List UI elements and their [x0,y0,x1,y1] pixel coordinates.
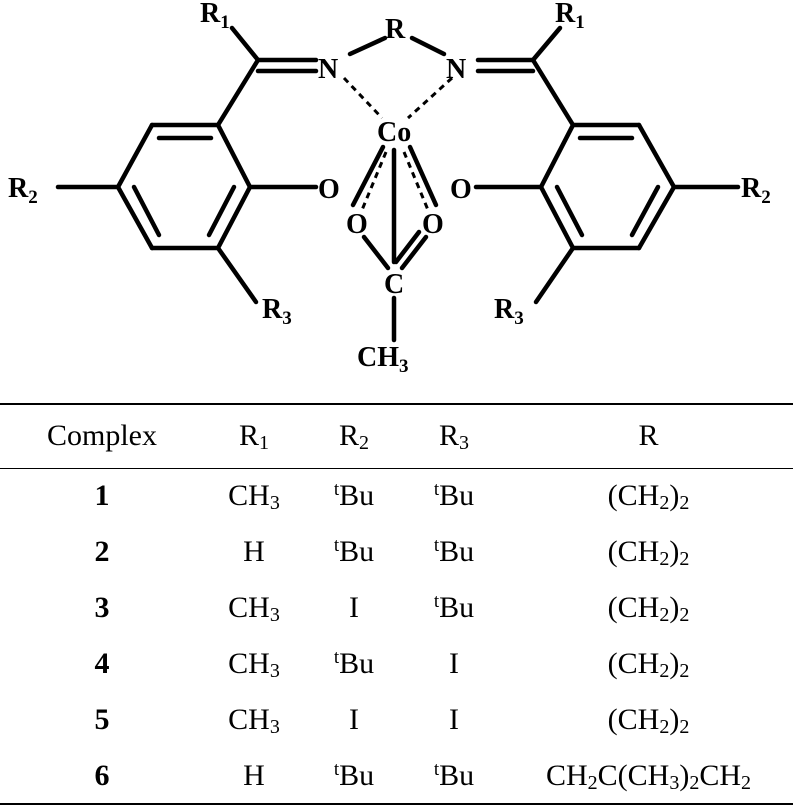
cobalt-salen-acetate-structure: R1 R1 R N N Co O O O O C CH3 R2 R2 R3 R3 [8,0,771,377]
cell-r2: I [349,591,359,624]
cell-r2: I [349,703,359,736]
cell-r: (CH2)2 [607,535,690,570]
header-r3: R3 [438,419,469,455]
label-r1-left: R1 [200,0,230,33]
complex-id: 3 [94,591,110,624]
table-header-row: Complex R1 R2 R3 R [0,404,793,468]
label-o-acetate-left: O [346,209,368,240]
table-row: 1 CH3 tBu tBu (CH2)2 [0,468,793,524]
bonds [55,25,741,343]
header-r: R [638,419,659,453]
complex-id: 4 [94,647,110,680]
label-o-phenoxy-left: O [318,174,340,205]
table-row: 6 H tBu tBu CH2C(CH3)2CH2 [0,748,793,804]
cell-r: (CH2)2 [607,703,690,738]
cell-r1: CH3 [228,703,280,738]
table-row: 5 CH3 I I (CH2)2 [0,692,793,748]
cell-r3: tBu [433,535,475,568]
cell-r: (CH2)2 [607,479,690,515]
table-row: 4 CH3 tBu I (CH2)2 [0,636,793,692]
label-r3-left: R3 [262,294,292,329]
label-n-right: N [446,54,466,85]
header-r2: R2 [338,419,369,455]
header-r1: R1 [238,419,269,455]
label-n-left: N [318,54,338,85]
cell-r1: CH3 [228,647,280,682]
label-o-acetate-right: O [422,209,444,240]
cell-r3: tBu [433,591,475,624]
complex-id: 2 [94,535,110,568]
table-row: 2 H tBu tBu (CH2)2 [0,524,793,580]
label-o-phenoxy-right: O [450,174,472,205]
cell-r3: tBu [433,479,475,513]
label-r1-right: R1 [555,0,585,33]
cell-r: CH2C(CH3)2CH2 [545,758,752,794]
atom-labels: R1 R1 R N N Co O O O O C CH3 R2 R2 R3 R3 [8,0,771,377]
header-complex: Complex [47,419,157,453]
cell-r2: tBu [333,535,375,568]
cell-r1: CH3 [228,591,280,626]
cell-r1: CH3 [228,479,280,515]
cell-r: (CH2)2 [607,591,690,626]
cell-r: (CH2)2 [607,647,690,682]
label-r2-right: R2 [741,173,771,208]
cell-r2: tBu [333,479,375,513]
table-row: 3 CH3 I tBu (CH2)2 [0,580,793,636]
cell-r1: H [243,758,265,792]
complex-id: 6 [94,758,110,792]
cell-r3: tBu [433,758,475,792]
cell-r2: tBu [333,647,375,680]
complex-id: 5 [94,703,110,736]
label-cobalt: Co [377,117,411,148]
label-ch3: CH3 [357,342,409,377]
complex-id: 1 [94,479,110,513]
label-r-bridge: R [385,14,406,45]
label-r3-right: R3 [494,294,524,329]
cell-r2: tBu [333,758,375,792]
label-r2-left: R2 [8,173,38,208]
cell-r3: I [449,703,459,736]
coordination-bonds [342,76,454,211]
label-c-acetate: C [384,269,404,300]
complex-substituent-table: Complex R1 R2 R3 R 1 CH3 tBu tBu (CH2)2 … [0,403,793,805]
cell-r1: H [243,535,265,568]
cell-r3: I [449,647,459,680]
